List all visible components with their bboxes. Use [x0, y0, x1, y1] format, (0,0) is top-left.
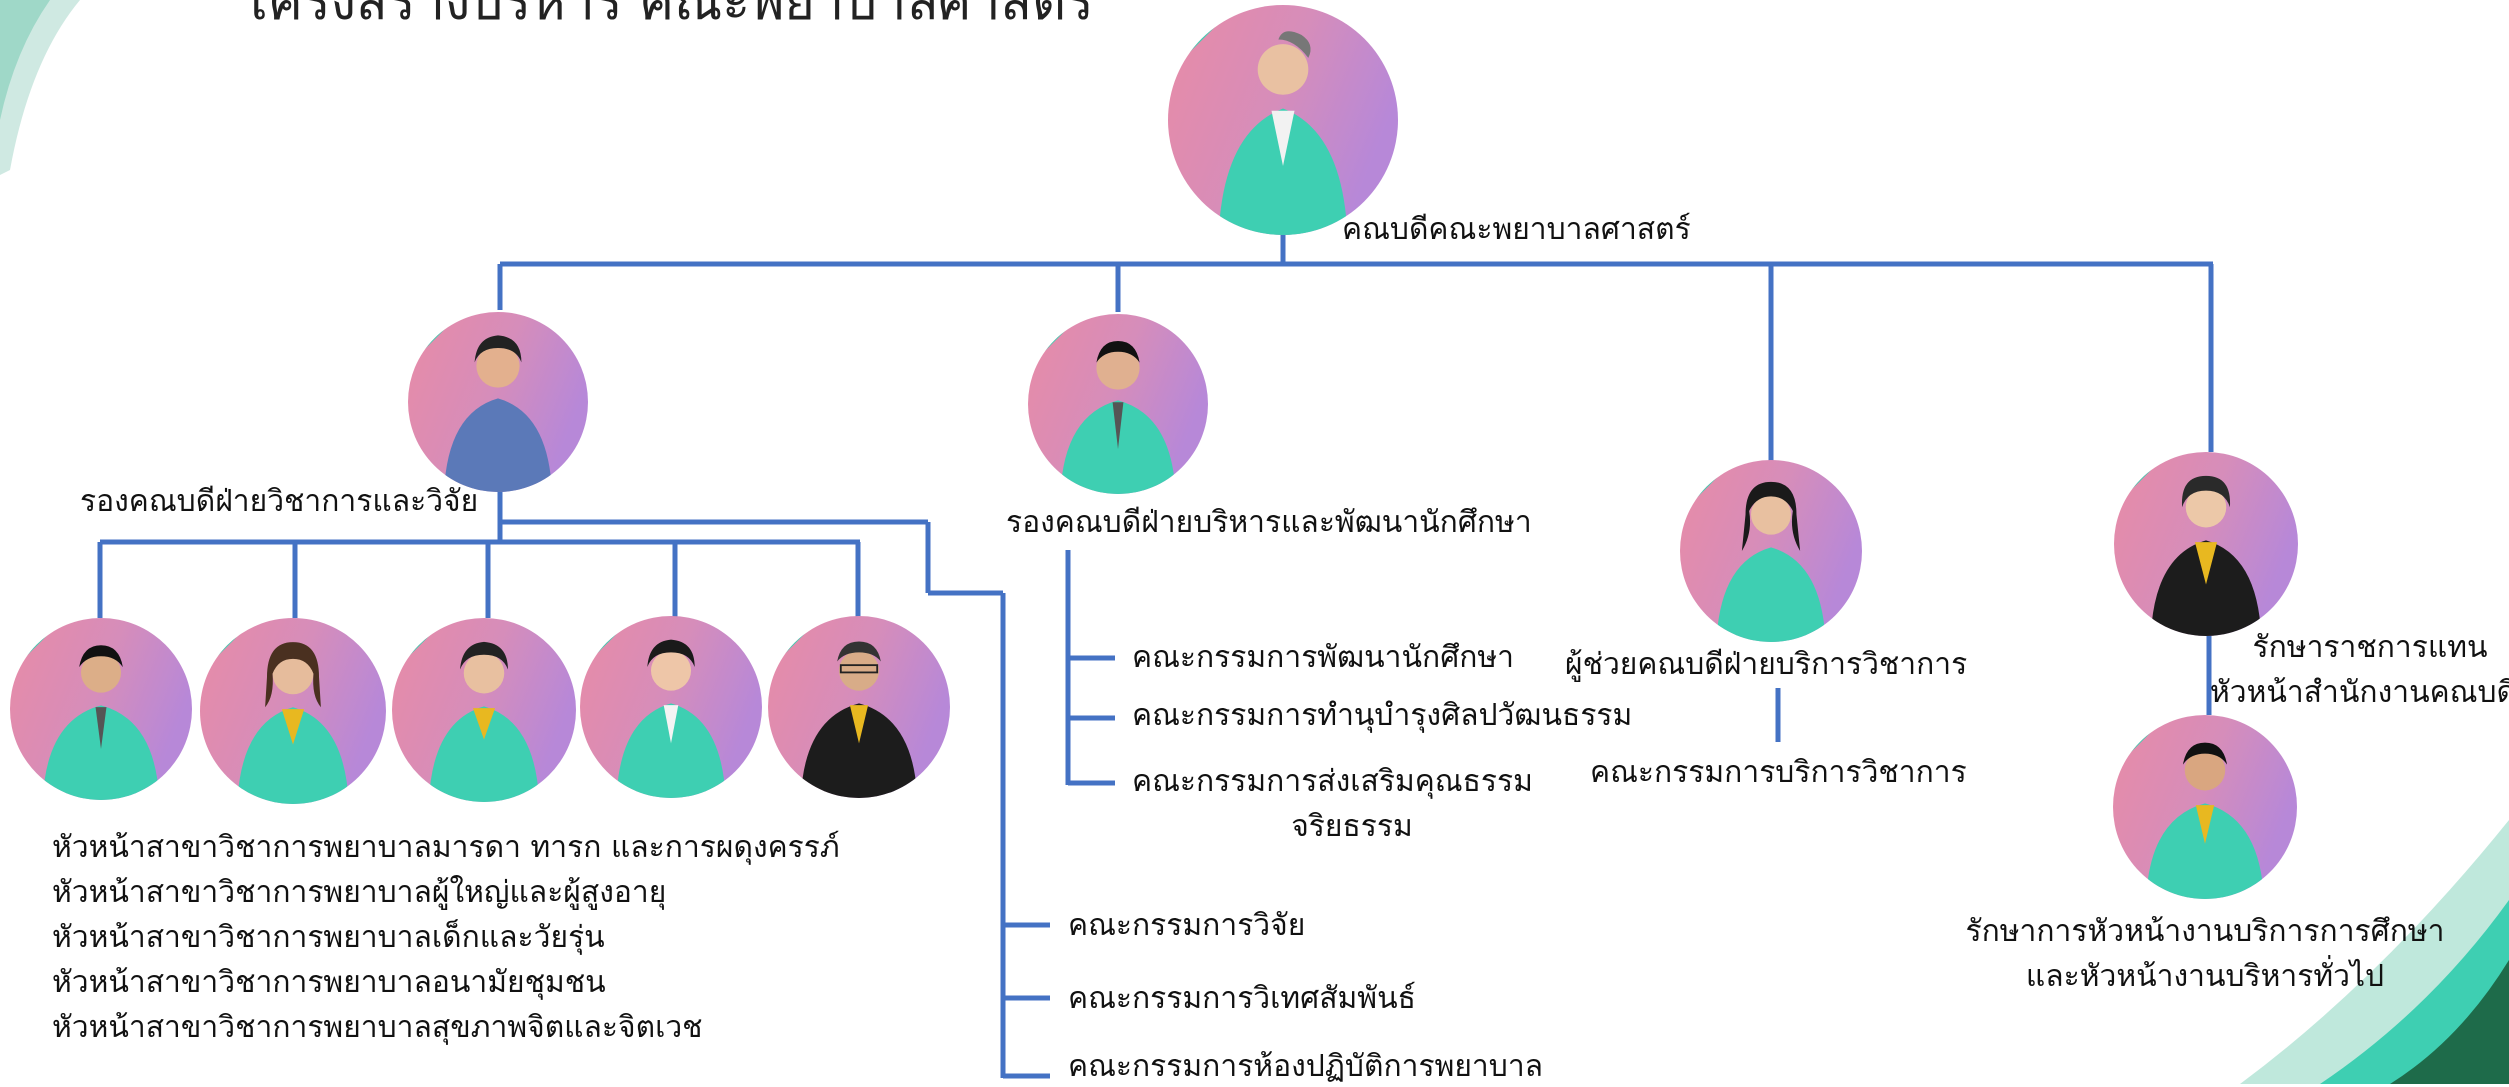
committee-research: คณะกรรมการวิจัย: [1068, 908, 1306, 943]
committee-ethics-line2: จริยธรรม: [1291, 809, 1413, 844]
department-head-photo: [10, 618, 192, 800]
committee-student-development: คณะกรรมการพัฒนานักศึกษา: [1132, 640, 1515, 675]
assistant-dean-photo: [1680, 460, 1862, 642]
vice-dean-admin-photo: [1028, 314, 1208, 494]
department-head-label: หัวหน้าสาขาวิชาการพยาบาลเด็กและวัยรุ่น: [52, 920, 605, 955]
department-heads-list: หัวหน้าสาขาวิชาการพยาบาลมารดา ทารก และกา…: [52, 825, 840, 1050]
department-head-photo: [392, 618, 576, 802]
committee-ethics-line1: คณะกรรมการส่งเสริมคุณธรรม: [1132, 764, 1533, 799]
assistant-dean-label: ผู้ช่วยคณบดีฝ่ายบริการวิชาการ: [1565, 647, 1968, 682]
vice-dean-admin-label: รองคณบดีฝ่ายบริหารและพัฒนานักศึกษา: [1006, 505, 1532, 540]
department-head-label: หัวหน้าสาขาวิชาการพยาบาลมารดา ทารก และกา…: [52, 830, 840, 865]
department-head-label: หัวหน้าสาขาวิชาการพยาบาลอนามัยชุมชน: [52, 965, 606, 1000]
office-head-line1: รักษาราชการแทน: [2252, 630, 2488, 665]
department-head-photo: [580, 616, 762, 798]
vice-dean-academic-photo: [408, 312, 588, 492]
page-title: โครงสร้างบริหาร คณะพยาบาลศาสตร์: [240, 0, 1094, 32]
committee-arts-culture: คณะกรรมการทำนุบำรุงศิลปวัฒนธรรม: [1132, 698, 1633, 733]
department-head-photo: [768, 616, 950, 798]
department-head-label: หัวหน้าสาขาวิชาการพยาบาลผู้ใหญ่และผู้สูง…: [52, 875, 667, 910]
unit-head-line2: และหัวหน้างานบริหารทั่วไป: [2025, 959, 2385, 994]
office-head-line2: หัวหน้าสำนักงานคณบดี: [2210, 675, 2509, 710]
unit-head-photo: [2113, 715, 2297, 899]
vice-dean-academic-label: รองคณบดีฝ่ายวิชาการและวิจัย: [80, 484, 479, 519]
dean-photo: [1168, 5, 1398, 235]
office-head-photo: [2114, 452, 2298, 636]
unit-head-line1: รักษาการหัวหน้างานบริการการศึกษา: [1965, 914, 2445, 949]
department-head-label: หัวหน้าสาขาวิชาการพยาบาลสุขภาพจิตและจิตเ…: [52, 1010, 703, 1045]
committee-international: คณะกรรมการวิเทศสัมพันธ์: [1068, 981, 1416, 1016]
department-head-photo: [200, 618, 386, 804]
service-committee-label: คณะกรรมการบริการวิชาการ: [1590, 755, 1967, 790]
dean-label: คณบดีคณะพยาบาลศาสตร์: [1342, 212, 1691, 247]
committee-nursing-lab: คณะกรรมการห้องปฏิบัติการพยาบาล: [1068, 1049, 1544, 1084]
